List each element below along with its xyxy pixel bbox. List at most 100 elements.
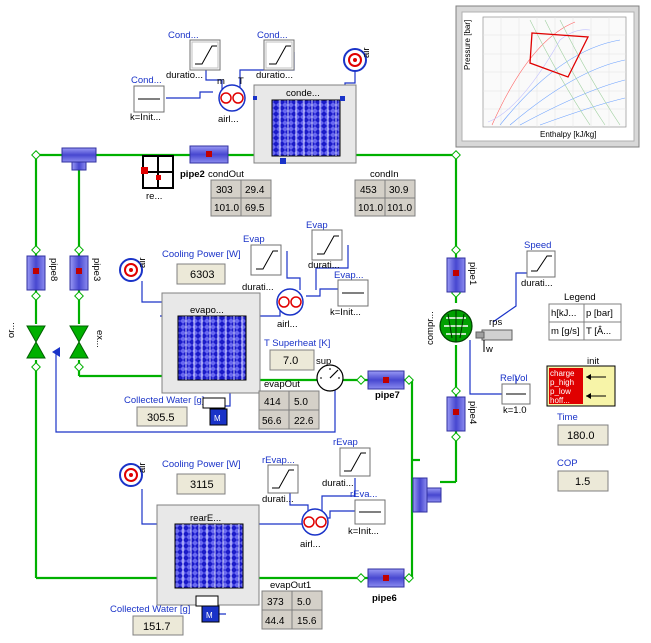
airl-mid-label: airl... — [277, 319, 298, 330]
relvol-label: RelVol — [500, 373, 527, 384]
pipe1[interactable]: pipe1 — [446, 257, 478, 293]
condenser-heat-exchanger[interactable]: conde... — [253, 84, 357, 164]
compressor[interactable]: compr... — [425, 309, 473, 345]
pipe4[interactable]: pipe4 — [446, 396, 478, 432]
evapout-label: evapOut — [264, 379, 300, 390]
pipe8[interactable]: pipe8 — [26, 255, 59, 291]
sup-label: sup — [316, 356, 331, 367]
mixing-tee-junction[interactable] — [412, 477, 442, 513]
cop-display: 1.5 — [557, 470, 609, 492]
air-mixer-top[interactable]: m T airl... — [217, 76, 246, 125]
air-mid-label: air — [137, 257, 148, 268]
evap-source-block-b[interactable]: Evap durati... — [306, 220, 343, 271]
superheat-label: T Superheat [K] — [264, 338, 330, 349]
evapout1-p: 5.0 — [297, 597, 311, 608]
evapout1-sensor-table: 373 5.0 44.4 15.6 — [261, 590, 323, 630]
superheat-value: 7.0 — [283, 355, 298, 367]
evapout1-h: 373 — [267, 597, 284, 608]
rear-evap-source-block-a[interactable]: rEvap... durati... — [262, 455, 299, 505]
cond-source-block-a[interactable]: Cond... duratio... — [166, 30, 221, 81]
expansion-valve[interactable]: ex... — [52, 325, 105, 359]
cond-b-duration-label: duratio... — [256, 70, 293, 81]
k-one-label: k=1.0 — [503, 405, 527, 416]
evap-const-block[interactable]: Evap... k=Init... — [330, 270, 369, 318]
ph-diagram-thumbnail[interactable]: Pressure [bar] Enthalpy [kJ/kg] — [455, 5, 640, 148]
condin-p: 30.9 — [389, 185, 409, 196]
compressor-label: compr... — [425, 311, 436, 345]
cooling-power-a-display: 6303 — [176, 263, 226, 285]
rear-evap-const-block[interactable]: rEva... k=Init... — [348, 489, 386, 537]
cond-const-block[interactable]: Cond... k=Init... — [130, 75, 165, 123]
legend-title: Legend — [564, 292, 596, 303]
condout-label: condOut — [208, 169, 244, 180]
air-source-top[interactable]: air — [343, 47, 372, 72]
superheat-display: 7.0 — [269, 349, 315, 371]
evapout-sensor-table: 414 5.0 56.6 22.6 — [258, 390, 320, 430]
revap-a-label: rEvap... — [262, 455, 295, 466]
top-tee-junction[interactable] — [61, 147, 97, 171]
condin-t: 101.0 — [387, 203, 412, 214]
revap-b-label: rEvap — [333, 437, 358, 448]
evaporator-heat-exchanger[interactable]: evapo... — [161, 292, 261, 394]
k-init-cond-label: k=Init... — [130, 112, 161, 123]
speed-actuator[interactable]: rps w — [475, 317, 513, 355]
init-line-3: hoff... — [550, 396, 570, 405]
air-source-mid[interactable]: air — [119, 257, 148, 282]
evapout1-label: evapOut1 — [270, 580, 311, 591]
condin-h: 453 — [360, 185, 377, 196]
collected-water-a-value: 305.5 — [147, 412, 175, 424]
receiver-label: re... — [146, 191, 162, 202]
init-block[interactable]: init charge p_high p_low hoff... — [546, 356, 616, 407]
condensate-sensor-a[interactable]: M — [202, 397, 228, 426]
air-source-low[interactable]: air — [119, 462, 148, 487]
rear-evap-source-block-b[interactable]: rEvap durati... — [322, 437, 371, 489]
cond-source-block-b[interactable]: Cond... duratio... — [256, 30, 295, 81]
condout-sensor-table: condOut 303 29.4 101.0 69.5 — [208, 169, 272, 217]
air-mixer-low[interactable]: airl... — [300, 508, 329, 550]
cop-label: COP — [557, 458, 578, 469]
pipe1-label: pipe1 — [467, 262, 478, 285]
pipe7[interactable]: pipe7 — [367, 370, 405, 401]
condensate-sensor-b[interactable]: M — [195, 595, 220, 623]
time-display: 180.0 — [557, 424, 609, 446]
cooling-power-b-value: 3115 — [190, 479, 214, 491]
legend-table: Legend h[kJ... p [bar] m [g/s] T [Â... — [548, 292, 622, 341]
cooling-power-a-value: 6303 — [190, 269, 214, 281]
pipe3[interactable]: pipe3 — [69, 255, 102, 291]
cond-c-label: Cond... — [131, 75, 162, 86]
relvol-block[interactable]: RelVol k=1.0 — [500, 373, 531, 416]
k-init-evap-label: k=Init... — [330, 307, 361, 318]
collected-water-b-label: Collected Water [g] — [110, 604, 190, 615]
rear-evaporator-heat-exchanger[interactable]: rearE... — [156, 504, 260, 606]
evapout-m: 56.6 — [262, 416, 282, 427]
collected-water-b-value: 151.7 — [143, 621, 171, 633]
air-mixer-mid[interactable]: airl... — [276, 288, 304, 330]
superheat-sensor[interactable]: sup — [316, 356, 344, 392]
receiver-block[interactable]: re... — [141, 155, 174, 202]
speed-source-block[interactable]: Speed durati... — [521, 240, 556, 289]
pipe2[interactable]: pipe2 — [180, 145, 229, 180]
orifice-valve[interactable]: or... — [6, 322, 46, 359]
svg-text:Pressure [bar]: Pressure [bar] — [463, 20, 472, 70]
pipe7-label: pipe7 — [375, 390, 400, 401]
orifice-label: or... — [6, 322, 17, 338]
cooling-power-b-label: Cooling Power [W] — [162, 459, 241, 470]
evap-source-block-a[interactable]: Evap — [243, 234, 282, 276]
durati-speed-label: durati... — [521, 278, 553, 289]
cond-a-duration-label: duratio... — [166, 70, 203, 81]
pipe2-label: pipe2 — [180, 169, 205, 180]
legend-t: T [Â... — [586, 326, 611, 337]
collected-water-b-display: 151.7 — [132, 615, 184, 636]
durati-c-label: durati... — [262, 494, 294, 505]
k-init-rear-label: k=Init... — [348, 526, 379, 537]
durati-b-label: durati... — [308, 260, 340, 271]
evapout1-t: 15.6 — [297, 616, 317, 627]
cooling-power-b-display: 3115 — [176, 473, 226, 495]
w-label: w — [485, 344, 493, 355]
pipe6[interactable]: pipe6 — [367, 568, 405, 604]
evaporator-label: evapo... — [190, 305, 224, 316]
condout-t: 69.5 — [245, 203, 265, 214]
condout-p: 29.4 — [245, 185, 265, 196]
legend-m: m [g/s] — [551, 326, 580, 337]
